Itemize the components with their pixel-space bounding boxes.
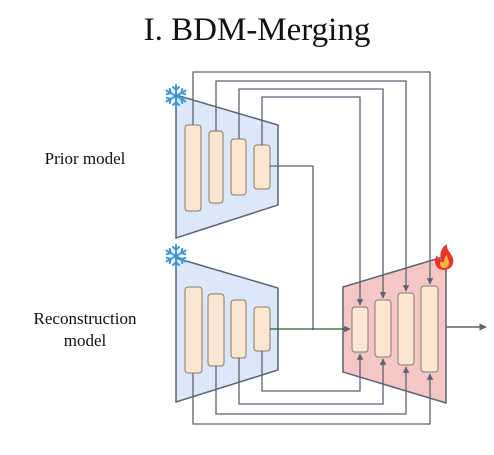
- prior-skip-connections: [192, 71, 434, 330]
- recon-block-2: [207, 293, 225, 367]
- prior-block-1: [184, 124, 202, 212]
- recon-skip-wire-4: [261, 351, 364, 392]
- prior-skip-wire-3: [238, 88, 387, 299]
- recon-skip-wire-1: [192, 373, 434, 425]
- prior-block-3: [230, 138, 247, 196]
- merged-decoder-body: [342, 254, 447, 405]
- prior-skip-wire-2: [215, 80, 410, 292]
- recon-skip-wire-3: [238, 358, 387, 405]
- reconstruction-model-label-line2: model: [63, 331, 107, 350]
- merged-decoder: [342, 254, 447, 405]
- reconstruction-model-encoder: [175, 256, 279, 404]
- reconstruction-model-label: Reconstruction model: [10, 308, 160, 352]
- prior-block-4: [253, 144, 271, 190]
- snowflake-icon: [165, 244, 187, 268]
- prior-model-label: Prior model: [44, 149, 126, 168]
- diagram-title: I. BDM-Merging: [143, 12, 371, 48]
- reconstruction-skip-connections: [192, 325, 434, 425]
- merged-block-3: [397, 292, 415, 366]
- merged-block-2: [374, 299, 392, 358]
- recon-block-4: [253, 306, 271, 352]
- recon-skip-wire-2: [215, 366, 410, 415]
- recon-block-1: [184, 286, 203, 374]
- prior-skip-wire-4: [261, 96, 364, 306]
- recon-block-3: [230, 299, 247, 359]
- prior-bottleneck-wire: [270, 165, 314, 330]
- prior-model-encoder: [175, 93, 279, 240]
- reconstruction-model-label-line1: Reconstruction: [33, 309, 137, 328]
- snowflake-icon: [165, 84, 187, 108]
- prior-block-2: [208, 130, 224, 204]
- merged-block-4: [420, 285, 439, 373]
- prior-skip-wire-1: [192, 71, 434, 285]
- merged-block-1: [351, 306, 369, 353]
- flame-icon: [435, 244, 454, 270]
